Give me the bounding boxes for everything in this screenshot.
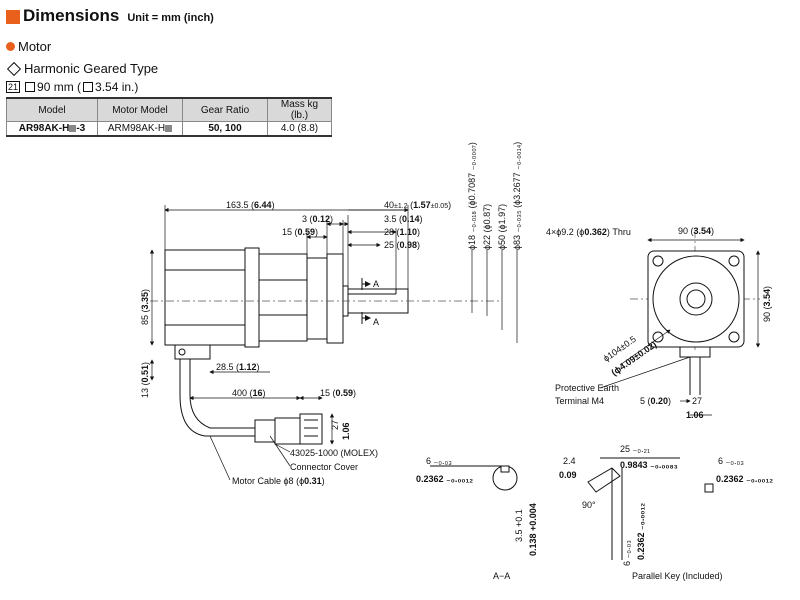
dim-phi83: ϕ83 ₋₀.₀₃₅ (ϕ3.2677 ₋₀.₀₀₁₄)	[512, 142, 522, 250]
key-dim-2-4-in: 0.09	[559, 470, 577, 480]
dim-15: 15 (0.59)	[282, 227, 318, 237]
spec-table: Model Motor Model Gear Ratio Mass kg (lb…	[6, 97, 332, 137]
front-dimension-lines	[599, 237, 761, 416]
section-a-label: A	[373, 279, 379, 289]
col-gear-ratio: Gear Ratio	[182, 97, 268, 122]
subsection-label: Harmonic Geared Type	[24, 61, 159, 76]
section-a-label: A	[373, 317, 379, 327]
dimension-lines	[149, 205, 518, 481]
motor-cable	[174, 344, 323, 445]
dim-overall: 163.5 (6.44)	[226, 200, 275, 210]
dim-3-5: 3.5 (0.14)	[384, 214, 423, 224]
key-dim-6-v-in: 0.2362 ₋₀.₀₀₁₂	[636, 503, 646, 560]
parallel-key-view	[587, 457, 714, 560]
spec-table-header: Model Motor Model Gear Ratio Mass kg (lb…	[6, 97, 332, 122]
molex-label: 43025-1000 (MOLEX)	[290, 448, 378, 458]
dim-front-90-v: 90 (3.54)	[762, 286, 772, 322]
key-dim-6-in: 0.2362 ₋₀.₀₀₁₂	[416, 474, 473, 484]
dim-25: 25 (0.98)	[384, 240, 420, 250]
frame-size-mm: 90 mm (	[37, 80, 82, 94]
col-model: Model	[6, 97, 98, 122]
section-heading: Motor	[6, 39, 51, 54]
dim-40: 40±1.2 (1.57±0.05)	[384, 200, 451, 210]
dim-holes: 4×ϕ9.2 (ϕ0.362) Thru	[546, 227, 631, 237]
connector-cover-label: Connector Cover	[290, 462, 358, 472]
dim-connector-27: 27	[330, 420, 340, 430]
dim-13: 13 (0.51)	[140, 362, 150, 398]
table-row: AR98AK-H-3 ARM98AK-H 50, 100 4.0 (8.8)	[6, 121, 332, 137]
dim-28: 28 (1.10)	[384, 227, 420, 237]
key-dim-3-5: 3.5 +0.1	[514, 509, 524, 542]
key-dim-6b: 6 ₋₀.₀₃	[718, 456, 744, 466]
dim-28-5: 28.5 (1.12)	[216, 362, 260, 372]
frame-size: 21 90 mm ( 3.54 in.)	[6, 80, 138, 94]
key-dim-2-4: 2.4	[563, 456, 576, 466]
cell-model: AR98AK-H-3	[6, 121, 98, 137]
parallel-key-label: Parallel Key (Included)	[632, 571, 723, 581]
dim-connector-27-in: 1.06	[341, 422, 351, 440]
dim-5: 5 (0.20)	[640, 396, 671, 406]
key-dim-6b-in: 0.2362 ₋₀.₀₀₁₂	[716, 474, 773, 484]
dim-27-in: 1.06	[686, 410, 704, 420]
page-title: Dimensions	[23, 6, 120, 25]
col-mass: Mass kg (lb.)	[267, 97, 332, 122]
dim-connector-15: 15 (0.59)	[320, 388, 356, 398]
dim-phi22: ϕ22 (ϕ0.87)	[482, 204, 492, 250]
orange-bullet-icon	[6, 42, 15, 51]
section-aa-label: A−A	[493, 571, 510, 581]
section-label: Motor	[18, 39, 52, 54]
cell-motor-model: ARM98AK-H	[97, 121, 183, 137]
frame-size-in: 3.54 in.)	[95, 80, 139, 94]
col-motor-model: Motor Model	[97, 97, 183, 122]
section-a-marks	[361, 278, 371, 324]
key-dim-6-v: 6 ₋₀.₀₃	[622, 540, 632, 566]
key-dim-6: 6 ₋₀.₀₃	[426, 456, 452, 466]
dim-phi18: ϕ18 ₋₀.₀₁₈ (ϕ0.7087 ₋₀.₀₀₀₇)	[467, 142, 477, 250]
motor-cable-label: Motor Cable ϕ8 (ϕ0.31)	[232, 476, 325, 486]
dim-front-90: 90 (3.54)	[678, 226, 714, 236]
motor-side-view	[164, 247, 409, 348]
orange-square-icon	[6, 10, 20, 24]
key-dim-25: 25 ₋₀.₂₁	[620, 444, 650, 454]
pe-label-2: Terminal M4	[555, 396, 604, 406]
cell-mass: 4.0 (8.8)	[267, 121, 332, 137]
key-dim-3-5-in: 0.138 +0.004	[528, 503, 538, 556]
frame-code: 21	[6, 81, 21, 93]
key-angle-90: 90°	[582, 500, 596, 510]
motor-front-view	[647, 250, 745, 395]
dim-3: 3 (0.12)	[302, 214, 333, 224]
unit-note: Unit = mm (inch)	[127, 12, 214, 24]
cell-gear-ratio: 50, 100	[182, 121, 268, 137]
dim-27: 27	[692, 396, 702, 406]
square-symbol-icon	[83, 82, 94, 92]
square-symbol-icon	[25, 82, 36, 92]
dimensions-header: Dimensions Unit = mm (inch)	[6, 6, 214, 26]
key-dim-25-in: 0.9843 ₋₀.₀₀₈₃	[620, 460, 678, 470]
pe-label-1: Protective Earth	[555, 383, 619, 393]
subsection-heading: Harmonic Geared Type	[6, 61, 158, 76]
dim-phi50: ϕ50 (ϕ1.97)	[497, 204, 507, 250]
dim-400: 400 (16)	[232, 388, 266, 398]
dim-height-85: 85 (3.35)	[140, 289, 150, 325]
section-aa-view	[430, 465, 518, 491]
